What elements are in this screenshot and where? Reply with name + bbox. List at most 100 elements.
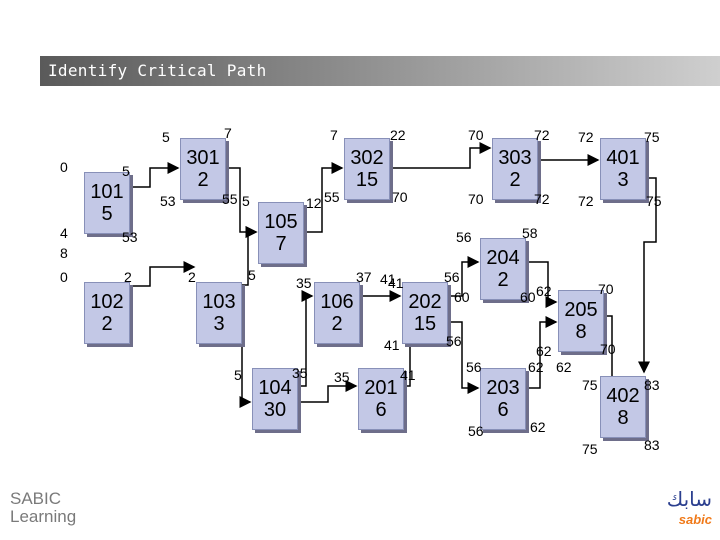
activity-node-303: 303 2 bbox=[492, 138, 538, 200]
logo-latin: sabic bbox=[678, 512, 712, 527]
es-label-103: 2 bbox=[188, 269, 196, 285]
extra-label-202: 60 bbox=[454, 289, 470, 305]
activity-number: 106 bbox=[320, 291, 354, 313]
activity-duration: 3 bbox=[617, 169, 629, 191]
activity-number: 105 bbox=[264, 211, 298, 233]
arrow-103-105 bbox=[242, 226, 258, 286]
ef-label-202: 56 bbox=[444, 269, 460, 285]
activity-node-101: 101 5 bbox=[84, 172, 130, 234]
activity-node-203: 203 6 bbox=[480, 368, 526, 430]
ef-label-203: 62 bbox=[528, 359, 544, 375]
ls-label-202: 41 bbox=[384, 337, 400, 353]
es-label-106: 35 bbox=[296, 275, 312, 291]
es-label-102: 0 bbox=[60, 269, 68, 285]
activity-number: 104 bbox=[258, 377, 292, 399]
ef-label-402: 83 bbox=[644, 377, 660, 393]
es-label-204: 56 bbox=[456, 229, 472, 245]
arrow-103-104 bbox=[239, 312, 252, 408]
lf-label-205: 70 bbox=[600, 341, 616, 357]
activity-duration: 5 bbox=[101, 203, 113, 225]
lf-label-204: 62 bbox=[536, 283, 552, 299]
activity-duration: 7 bbox=[275, 233, 287, 255]
es-label-302: 7 bbox=[330, 127, 338, 143]
activity-duration: 8 bbox=[575, 321, 587, 343]
activity-number: 202 bbox=[408, 291, 442, 313]
activity-duration: 3 bbox=[213, 313, 225, 335]
activity-node-201: 201 6 bbox=[358, 368, 404, 430]
activity-number: 203 bbox=[486, 377, 520, 399]
es-label-303: 70 bbox=[468, 127, 484, 143]
lf-label-402: 83 bbox=[644, 437, 660, 453]
es-label-201: 35 bbox=[334, 369, 350, 385]
activity-duration: 15 bbox=[355, 169, 379, 191]
es-label-402: 75 bbox=[582, 377, 598, 393]
lf-label-401: 75 bbox=[646, 193, 662, 209]
activity-node-103: 103 3 bbox=[196, 282, 242, 344]
sabic-logo: سابك sabic bbox=[640, 488, 712, 532]
lf-label-202: 56 bbox=[446, 333, 462, 349]
ls-label-301: 53 bbox=[160, 193, 176, 209]
activity-duration: 2 bbox=[101, 313, 113, 335]
ls-label-303: 70 bbox=[468, 191, 484, 207]
ef-label-104: 35 bbox=[292, 365, 308, 381]
ls-label-101: 4 bbox=[60, 225, 68, 241]
arrow-204-205 bbox=[526, 261, 558, 308]
activity-node-401: 401 3 bbox=[600, 138, 646, 200]
lf-label-101: 53 bbox=[122, 229, 138, 245]
activity-duration: 8 bbox=[617, 407, 629, 429]
lf-label-302: 70 bbox=[392, 189, 408, 205]
es-label-301: 5 bbox=[162, 129, 170, 145]
activity-duration: 2 bbox=[197, 169, 209, 191]
es-label-401: 72 bbox=[578, 129, 594, 145]
arrow-203-205 bbox=[526, 316, 558, 389]
ls2-label-101: 8 bbox=[60, 245, 68, 261]
ef-label-301: 7 bbox=[224, 125, 232, 141]
activity-node-402: 402 8 bbox=[600, 376, 646, 438]
ef-label-201-upper: 41 bbox=[388, 275, 404, 291]
ef-label-204: 58 bbox=[522, 225, 538, 241]
es-label-205: 62 bbox=[536, 343, 552, 359]
arrow-101-301 bbox=[130, 162, 180, 188]
activity-duration: 2 bbox=[509, 169, 521, 191]
activity-number: 303 bbox=[498, 147, 532, 169]
activity-node-205: 205 8 bbox=[558, 290, 604, 352]
arrow-202-204 bbox=[448, 256, 480, 297]
activity-duration: 30 bbox=[263, 399, 287, 421]
arrow-104-201 bbox=[298, 380, 358, 403]
activity-number: 201 bbox=[364, 377, 398, 399]
activity-number: 401 bbox=[606, 147, 640, 169]
activity-number: 302 bbox=[350, 147, 384, 169]
ls-label-203: 56 bbox=[468, 423, 484, 439]
activity-number: 102 bbox=[90, 291, 124, 313]
activity-number: 402 bbox=[606, 385, 640, 407]
ls-label-204: 60 bbox=[520, 289, 536, 305]
activity-number: 103 bbox=[202, 291, 236, 313]
lf-label-301: 55 bbox=[222, 191, 238, 207]
ls-label-401: 72 bbox=[578, 193, 594, 209]
title-bar: Identify Critical Path bbox=[40, 56, 720, 86]
activity-number: 301 bbox=[186, 147, 220, 169]
ef-label-201: 41 bbox=[400, 367, 416, 383]
ls-label-402: 75 bbox=[582, 441, 598, 457]
activity-duration: 15 bbox=[413, 313, 437, 335]
activity-node-202: 202 15 bbox=[402, 282, 448, 344]
ef-label-102: 2 bbox=[124, 269, 132, 285]
es-label-101: 0 bbox=[60, 159, 68, 175]
activity-number: 101 bbox=[90, 181, 124, 203]
activity-node-106: 106 2 bbox=[314, 282, 360, 344]
sabic-learning-logo: SABIC Learning bbox=[10, 490, 76, 526]
activity-node-105: 105 7 bbox=[258, 202, 304, 264]
ef-label-302: 22 bbox=[390, 127, 406, 143]
activity-node-302: 302 15 bbox=[344, 138, 390, 200]
arrow-105-302 bbox=[304, 162, 344, 233]
activity-duration: 6 bbox=[375, 399, 387, 421]
ef-label-401: 75 bbox=[644, 129, 660, 145]
ef-label-303: 72 bbox=[534, 127, 550, 143]
ls-label-205: 62 bbox=[556, 359, 572, 375]
activity-node-204: 204 2 bbox=[480, 238, 526, 300]
ef-label-103: 5 bbox=[248, 267, 256, 283]
es-label-202: 41 bbox=[380, 271, 396, 287]
activity-node-301: 301 2 bbox=[180, 138, 226, 200]
es-label-203: 56 bbox=[466, 359, 482, 375]
